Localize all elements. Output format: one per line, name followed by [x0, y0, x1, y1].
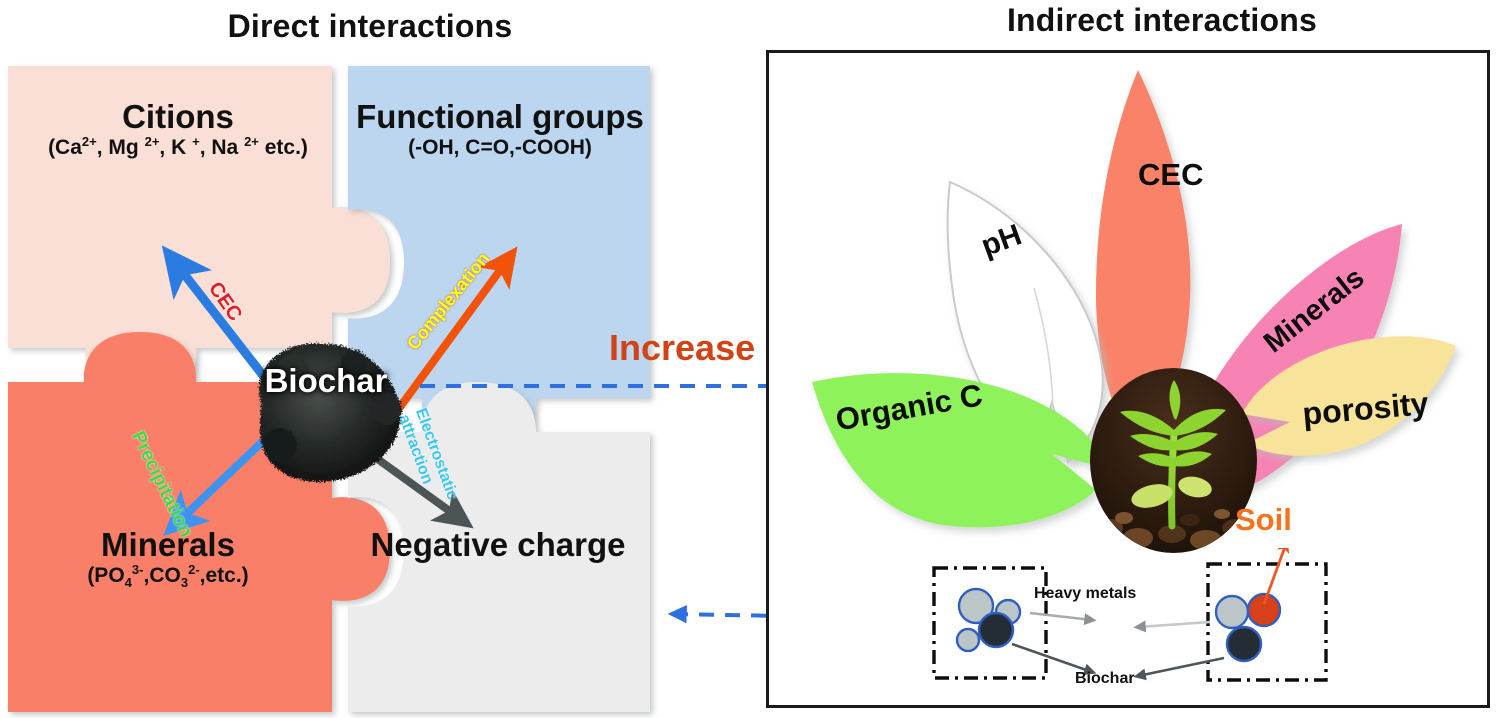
- micro-arrow-biochar-out: [1011, 642, 1097, 676]
- indirect-interactions-title: Indirect interactions: [1006, 2, 1318, 38]
- biochar-heavy-metals-micro-diagram: [932, 548, 1328, 682]
- micro-box-left: [932, 566, 1048, 680]
- micro-arrow-heavy-metals-in: [1133, 620, 1211, 633]
- micro-arrow-soil-uptake: [1262, 548, 1290, 605]
- seedling-soil-photo: [1090, 368, 1257, 553]
- micro-particle-cluster-right: [1214, 592, 1282, 663]
- arrow-complexation: [388, 246, 518, 421]
- leaf-porosity[interactable]: [1242, 336, 1456, 456]
- puzzle-piece-negative-charge[interactable]: [348, 382, 650, 712]
- leaf-cec[interactable]: [1096, 70, 1191, 450]
- biochar-blob[interactable]: [236, 335, 416, 490]
- micro-particle-cluster-left: [955, 587, 1022, 653]
- micro-arrow-biochar-in: [1133, 656, 1225, 681]
- soil-label: Soil: [1235, 502, 1292, 537]
- increase-label: Increase: [609, 327, 756, 368]
- puzzle-piece-citions[interactable]: [8, 66, 390, 400]
- leaf-organic-c[interactable]: [812, 373, 1106, 528]
- arrow-electrostatic-attraction: [369, 451, 474, 529]
- arrow-cec: [161, 245, 283, 399]
- micro-arrow-heavy-metals-out: [1029, 611, 1097, 626]
- direct-interactions-title: Direct interactions: [227, 8, 513, 44]
